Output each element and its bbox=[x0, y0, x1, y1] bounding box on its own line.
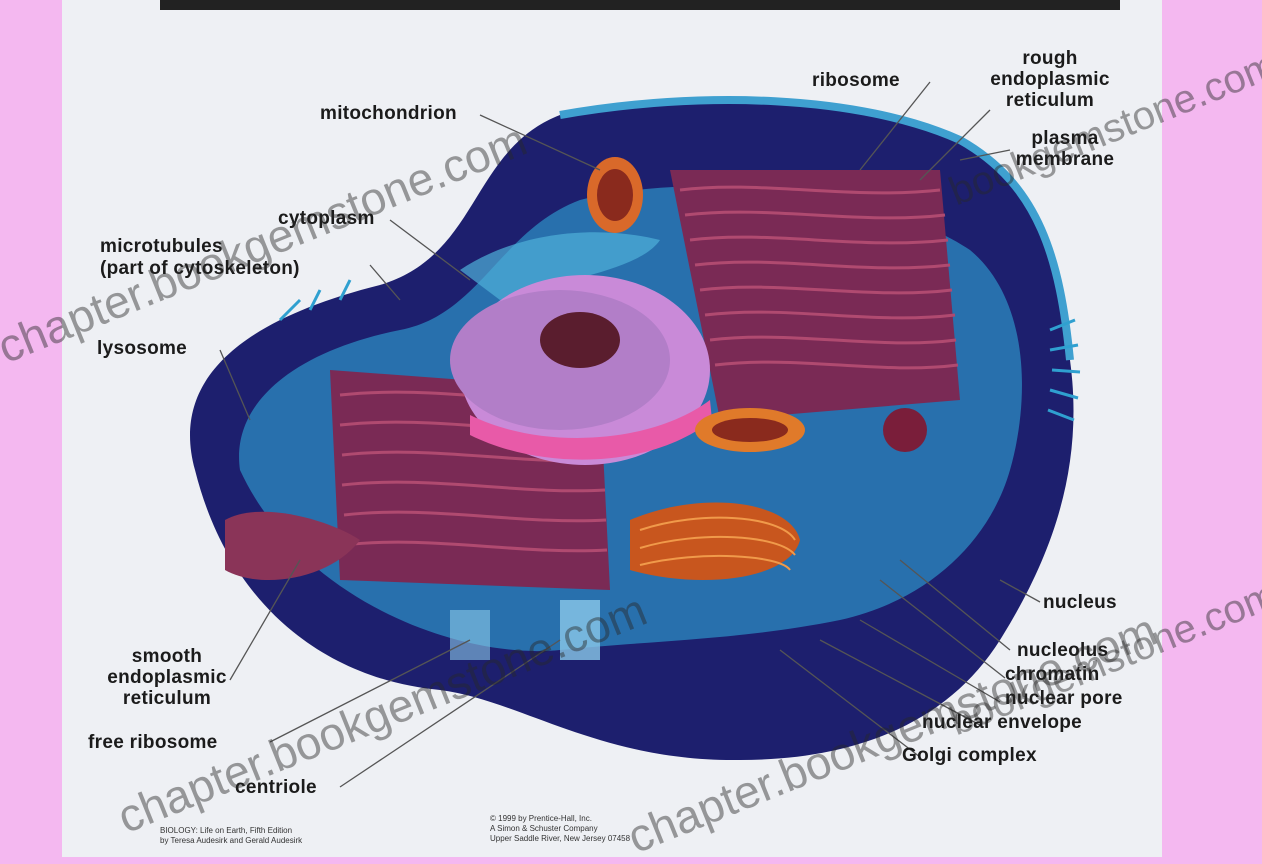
credit-right-3: Upper Saddle River, New Jersey 07458 bbox=[490, 834, 630, 843]
credit-left-1: BIOLOGY: Life on Earth, Fifth Edition bbox=[160, 826, 292, 835]
label-smooth-er-1: smooth bbox=[82, 646, 252, 667]
lysosome bbox=[883, 408, 927, 452]
label-rough-er: rough endoplasmic reticulum bbox=[965, 48, 1135, 111]
label-rough-er-1: rough bbox=[965, 48, 1135, 69]
label-smooth-er-2: endoplasmic bbox=[82, 667, 252, 688]
label-smooth-er: smooth endoplasmic reticulum bbox=[82, 646, 252, 709]
label-rough-er-2: endoplasmic bbox=[965, 69, 1135, 90]
credit-left-2: by Teresa Audesirk and Gerald Audesirk bbox=[160, 836, 302, 845]
label-free-ribosome: free ribosome bbox=[88, 732, 218, 753]
rough-er-right bbox=[670, 170, 960, 420]
label-ribosome: ribosome bbox=[812, 70, 900, 91]
label-smooth-er-3: reticulum bbox=[82, 688, 252, 709]
label-lysosome: lysosome bbox=[97, 338, 187, 359]
nucleolus bbox=[540, 312, 620, 368]
credit-right-1: © 1999 by Prentice-Hall, Inc. bbox=[490, 814, 592, 823]
label-mitochondrion: mitochondrion bbox=[320, 103, 457, 124]
label-nucleus: nucleus bbox=[1043, 592, 1117, 613]
credit-right-2: A Simon & Schuster Company bbox=[490, 824, 598, 833]
